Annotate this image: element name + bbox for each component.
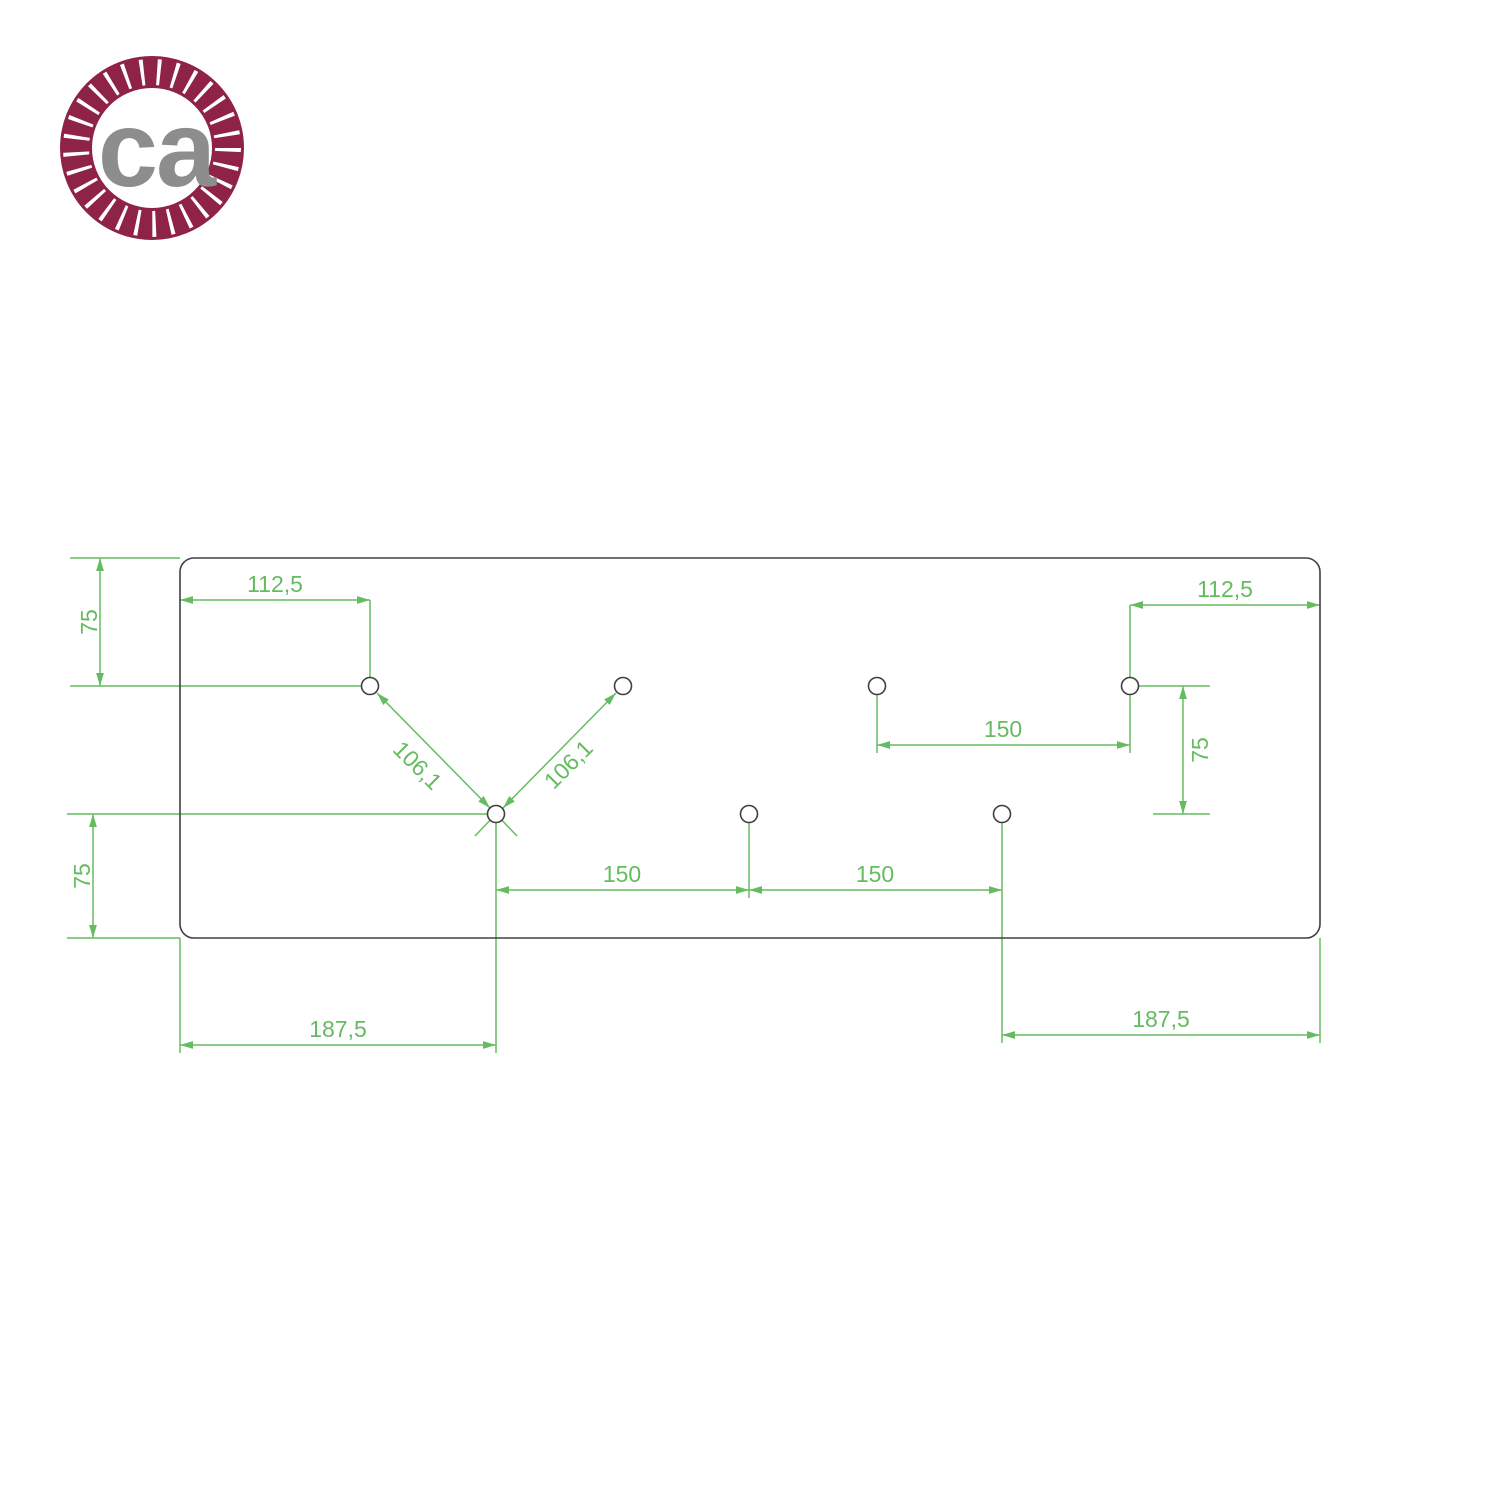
mounting-hole-7 bbox=[992, 804, 1012, 824]
dim-label-right-height: 75 bbox=[1187, 737, 1213, 763]
mounting-hole-1 bbox=[360, 676, 380, 696]
mounting-hole-5 bbox=[486, 804, 506, 824]
mounting-hole-2 bbox=[613, 676, 633, 696]
dimension-lines bbox=[67, 557, 1321, 1053]
dim-label-top-right-span: 150 bbox=[984, 716, 1022, 742]
dim-label-bottom-left-offset: 187,5 bbox=[309, 1016, 367, 1042]
dim-label-diagonal-left: 106,1 bbox=[388, 736, 447, 795]
dim-label-bottom-right-offset: 187,5 bbox=[1132, 1006, 1190, 1032]
dim-label-bottom-span-right: 150 bbox=[856, 861, 894, 887]
brand-logo: ca bbox=[60, 56, 244, 240]
logo-rope-strands bbox=[62, 58, 242, 238]
mounting-hole-6 bbox=[739, 804, 759, 824]
plate-outline bbox=[179, 557, 1321, 939]
dim-line-diagonal-right bbox=[502, 692, 617, 809]
logo-rope-outer-edge bbox=[60, 56, 244, 240]
dim-label-left-upper-height: 75 bbox=[76, 609, 102, 635]
dim-label-top-left-width: 112,5 bbox=[247, 571, 303, 597]
logo-rope-inner-edge bbox=[89, 85, 215, 211]
dim-label-bottom-span-left: 150 bbox=[603, 861, 641, 887]
mounting-hole-4 bbox=[1120, 676, 1140, 696]
dim-label-left-lower-height: 75 bbox=[69, 863, 95, 889]
mounting-hole-3 bbox=[867, 676, 887, 696]
logo-text: ca bbox=[98, 88, 217, 209]
dim-label-diagonal-right: 106,1 bbox=[539, 735, 598, 794]
dim-label-top-right-width: 112,5 bbox=[1197, 576, 1253, 602]
dimension-labels: 112,5 112,5 75 75 75 106,1 106,1 150 150… bbox=[69, 571, 1253, 1042]
dim-line-diagonal-left bbox=[376, 692, 491, 809]
plate bbox=[179, 557, 1321, 939]
